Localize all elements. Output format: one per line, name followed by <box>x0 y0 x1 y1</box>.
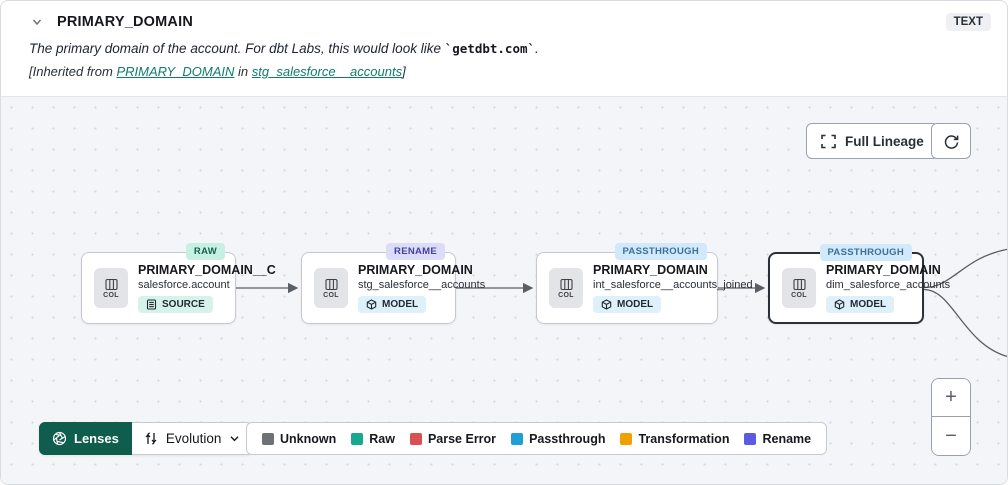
column-chip: COL <box>314 268 348 308</box>
legend-swatch <box>744 432 757 445</box>
lens-controls: Lenses Evolution <box>39 422 254 455</box>
column-header: PRIMARY_DOMAIN TEXT The primary domain o… <box>1 1 1007 79</box>
legend-item: Rename <box>744 432 811 446</box>
refresh-icon <box>944 134 958 149</box>
chevron-down-icon <box>230 436 239 442</box>
legend-swatch <box>351 432 364 445</box>
resource-type-badge: SOURCE <box>138 296 213 313</box>
description-code: `getdbt.com` <box>444 41 536 56</box>
legend-swatch <box>262 432 274 445</box>
legend-item: Transformation <box>620 432 729 446</box>
lens-dropdown[interactable]: Evolution <box>131 422 254 455</box>
node-column-name: PRIMARY_DOMAIN__C <box>138 263 276 277</box>
inherited-column-link[interactable]: PRIMARY_DOMAIN <box>116 64 235 79</box>
legend-item: Passthrough <box>511 432 605 446</box>
lineage-edges <box>236 248 1007 357</box>
lineage-node-intermediate[interactable]: PASSTHROUGH COL PRIMARY_DOMAIN int_sales… <box>536 243 753 324</box>
legend-item: Parse Error <box>409 432 496 446</box>
columns-icon <box>792 278 806 290</box>
node-model-name: int_salesforce__accounts_joined <box>593 279 753 291</box>
legend-item: Raw <box>351 432 395 446</box>
inherited-from-note: [Inherited from PRIMARY_DOMAIN in stg_sa… <box>29 64 406 79</box>
node-column-name: PRIMARY_DOMAIN <box>593 263 708 277</box>
node-column-name: PRIMARY_DOMAIN <box>358 263 473 277</box>
column-chip: COL <box>549 268 583 308</box>
lenses-button[interactable]: Lenses <box>39 422 132 455</box>
inherited-model-link[interactable]: stg_salesforce__accounts <box>251 64 403 79</box>
column-description: The primary domain of the account. For d… <box>29 41 539 56</box>
resource-type-badge: MODEL <box>358 296 427 313</box>
zoom-controls: + − <box>931 378 971 456</box>
evolution-icon <box>145 432 157 445</box>
lens-tag: RENAME <box>386 243 445 260</box>
lineage-node-staging[interactable]: RENAME COL PRIMARY_DOMAIN stg_salesforce… <box>301 243 485 324</box>
model-cube-icon <box>601 299 612 310</box>
lineage-node-source[interactable]: RAW COL PRIMARY_DOMAIN__C salesforce.acc… <box>81 243 276 324</box>
aperture-icon <box>52 431 67 446</box>
lens-tag: PASSTHROUGH <box>614 243 707 260</box>
node-model-name: salesforce.account <box>138 279 230 291</box>
node-column-name: PRIMARY_DOMAIN <box>826 263 941 277</box>
model-cube-icon <box>366 299 377 310</box>
resource-type-badge: MODEL <box>826 296 895 313</box>
resource-type-badge: MODEL <box>593 296 662 313</box>
node-model-name: stg_salesforce__accounts <box>358 279 486 291</box>
column-type-badge: TEXT <box>945 13 991 31</box>
expand-icon <box>821 134 836 148</box>
zoom-in-button[interactable]: + <box>932 379 970 417</box>
model-cube-icon <box>834 299 845 310</box>
collapse-chevron-icon[interactable] <box>29 14 45 30</box>
columns-icon <box>104 278 118 290</box>
legend-swatch <box>620 432 633 445</box>
legend-item: Unknown <box>262 432 336 446</box>
zoom-out-button[interactable]: − <box>932 417 970 455</box>
lens-tag: PASSTHROUGH <box>819 244 912 261</box>
column-title: PRIMARY_DOMAIN <box>57 14 193 30</box>
lineage-canvas[interactable]: Full Lineage RAW COL PRIMARY_DOMAIN__C s… <box>1 96 1007 484</box>
refresh-button[interactable] <box>931 123 971 159</box>
node-model-name: dim_salesforce_accounts <box>826 279 951 291</box>
lineage-node-dim-selected[interactable]: PASSTHROUGH COL PRIMARY_DOMAIN dim_sales… <box>768 244 950 324</box>
legend-swatch <box>511 432 524 445</box>
lens-tag: RAW <box>185 243 225 260</box>
lens-legend: Unknown Raw Parse Error Passthrough Tran… <box>246 422 828 455</box>
columns-icon <box>324 278 338 290</box>
source-icon <box>146 299 157 310</box>
full-lineage-button[interactable]: Full Lineage <box>806 123 939 159</box>
column-chip: COL <box>94 268 128 308</box>
legend-swatch <box>409 432 422 445</box>
column-chip: COL <box>782 268 816 308</box>
columns-icon <box>559 278 573 290</box>
